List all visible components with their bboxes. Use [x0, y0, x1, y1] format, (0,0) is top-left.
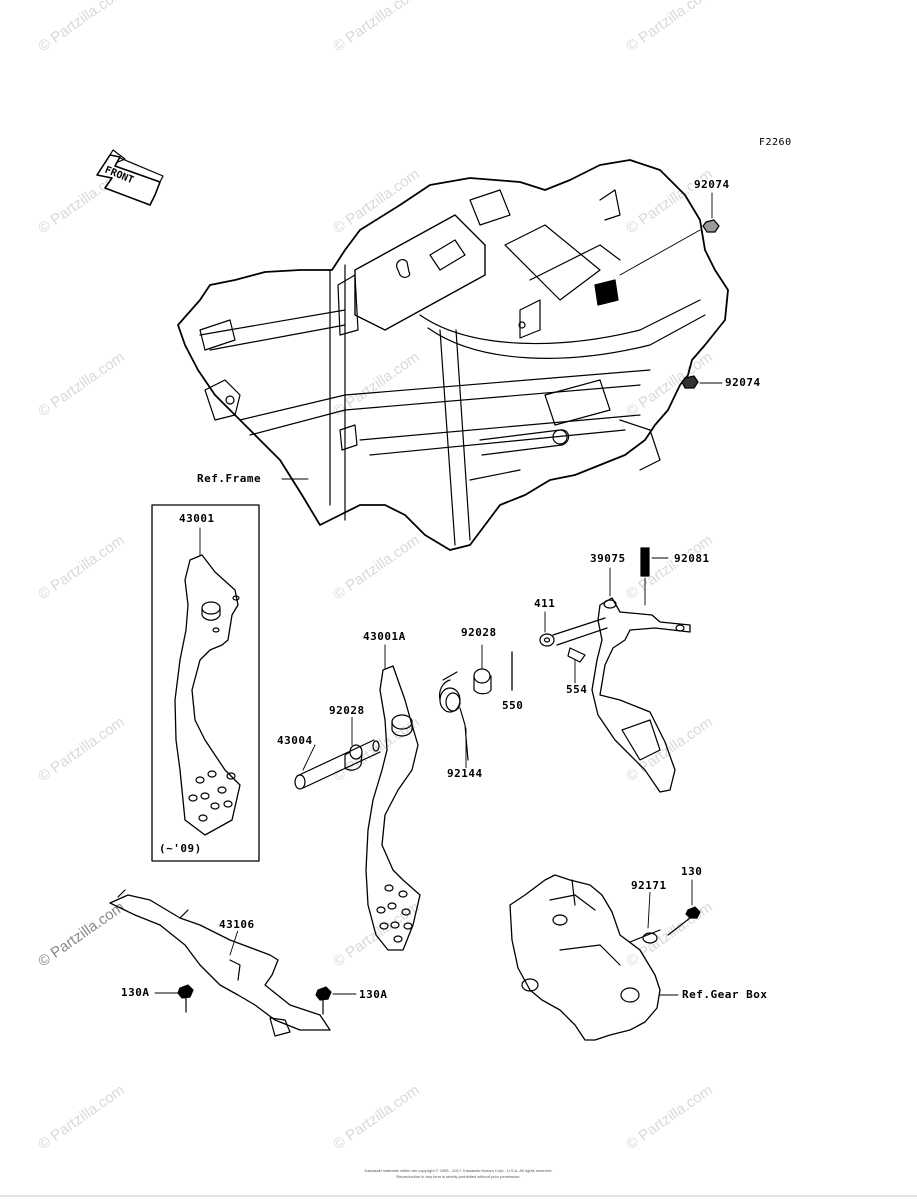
diagram-code: F2260 — [758, 137, 793, 149]
inset-box — [151, 504, 260, 862]
callout-550: 550 — [501, 699, 525, 712]
washer — [539, 633, 555, 647]
pivot-pin — [294, 739, 381, 790]
callout-92171: 92171 — [630, 879, 668, 892]
bracket-clamp — [629, 929, 661, 944]
callout-39075: 39075 — [589, 552, 627, 565]
accelerator-pedal — [552, 597, 691, 793]
callout-411: 411 — [533, 597, 557, 610]
series-note: (~'09) — [158, 842, 203, 855]
callout-92144: 92144 — [446, 767, 484, 780]
pedal-spring — [640, 547, 650, 577]
frame-assembly — [177, 159, 729, 551]
callout-92074-lower: 92074 — [724, 376, 762, 389]
callout-130: 130 — [680, 865, 704, 878]
return-spring — [438, 671, 469, 761]
front-arrow-icon — [96, 149, 164, 206]
bushing-right — [473, 668, 492, 695]
callout-43004: 43004 — [276, 734, 314, 747]
parking-lever — [109, 889, 331, 1037]
callout-43001a: 43001A — [362, 630, 407, 643]
callout-92028-right: 92028 — [460, 626, 498, 639]
callout-43106: 43106 — [218, 918, 256, 931]
clip — [567, 647, 586, 663]
gear-box — [509, 874, 661, 1041]
bolt-right — [315, 986, 332, 1015]
bushing-left — [344, 744, 363, 771]
ref-gear-box-label: Ref.Gear Box — [681, 988, 769, 1001]
grommet-upper — [702, 219, 720, 233]
callout-92081: 92081 — [673, 552, 711, 565]
bolt-130 — [667, 906, 701, 936]
callout-554: 554 — [565, 683, 589, 696]
grommet-lower — [681, 375, 699, 389]
ref-frame-label: Ref.Frame — [196, 472, 263, 485]
callout-92028-left: 92028 — [328, 704, 366, 717]
copyright-line: Kawasaki materials within are copyright … — [364, 1168, 553, 1173]
brake-pedal — [365, 665, 421, 951]
callout-130a-left: 130A — [120, 986, 151, 999]
brake-pedal-early — [174, 554, 241, 836]
bolt-left — [177, 984, 194, 1013]
callout-43001: 43001 — [178, 512, 216, 525]
callout-92074-upper: 92074 — [693, 178, 731, 191]
copyright-line-2: Reproduction in any form is strictly pro… — [396, 1174, 521, 1179]
callout-130a-right: 130A — [358, 988, 389, 1001]
